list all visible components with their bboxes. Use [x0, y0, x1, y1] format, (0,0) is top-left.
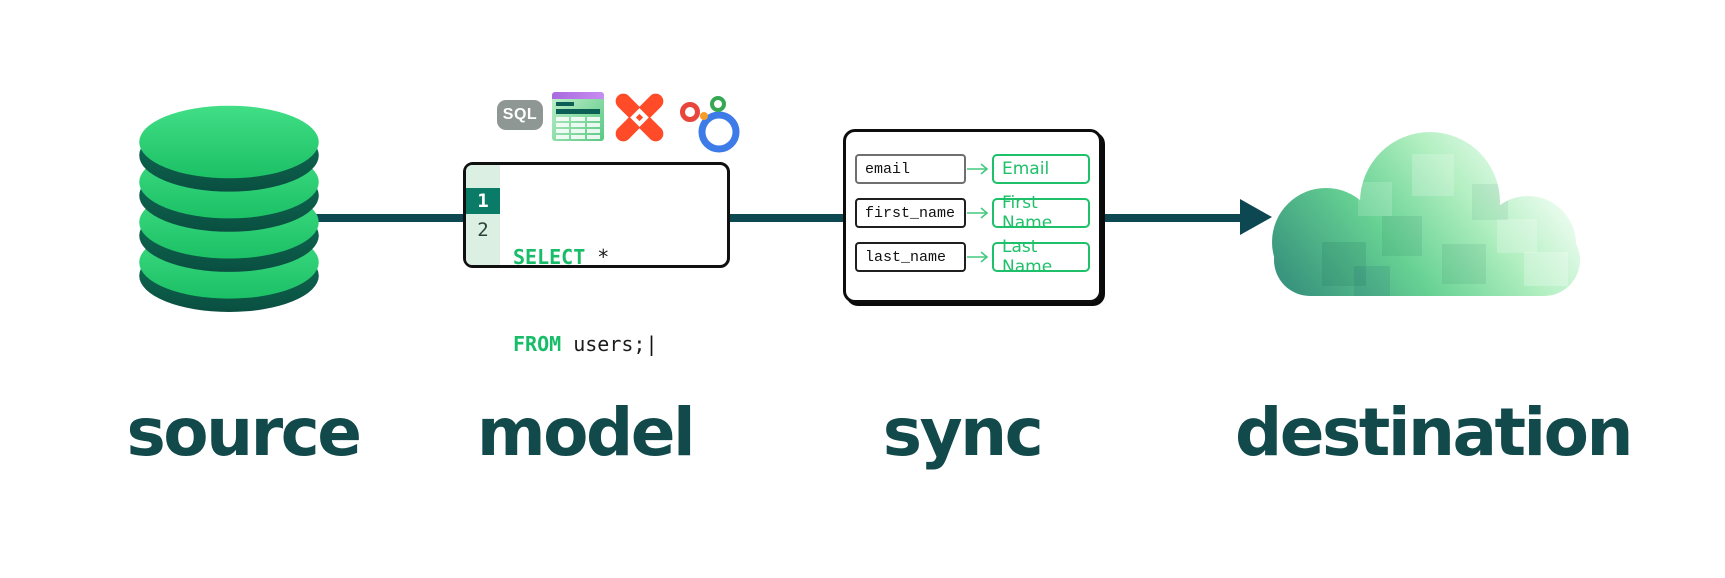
cloud-pixel-squares [1322, 154, 1568, 296]
sql-keyword: FROM [513, 332, 562, 356]
destination-field-box: Email [992, 154, 1090, 184]
arrowhead-icon [1240, 199, 1272, 235]
sync-mapping-panel: email Email first_name First Name last_n… [843, 129, 1102, 303]
cloud-icon [1272, 132, 1580, 296]
source-field-chip: last_name [855, 242, 966, 272]
destination-field-box: First Name [992, 193, 1090, 233]
destination-field-box: Last Name [992, 237, 1090, 277]
source-field-chip: first_name [855, 198, 966, 228]
mapping-row: last_name Last Name [855, 237, 1090, 277]
code-area[interactable]: SELECT * FROM users;| [513, 185, 658, 417]
connector-source-model [300, 214, 465, 222]
database-icon [139, 105, 319, 312]
stage-label-destination: destination [1235, 394, 1634, 471]
mapping-row: email Email [855, 154, 1090, 184]
mapping-arrow-icon [966, 163, 992, 175]
dbt-icon [615, 93, 664, 142]
code-text: * [585, 245, 610, 269]
sql-keyword: SELECT [513, 245, 586, 269]
line-number-2: 2 [477, 219, 489, 241]
mapping-arrow-icon [966, 207, 992, 219]
looker-icon [680, 96, 740, 153]
sheets-body [552, 99, 604, 141]
sql-editor[interactable]: 1 2 SELECT * FROM users;| [463, 162, 730, 356]
editor-gutter [466, 165, 500, 265]
mapping-arrow-icon [966, 251, 992, 263]
connector-model-sync [728, 214, 845, 222]
line-number-1: 1 [466, 188, 500, 214]
source-field-chip: email [855, 154, 966, 184]
code-text: users; [561, 332, 646, 356]
stage-label-sync: sync [882, 394, 1044, 471]
text-cursor: | [645, 332, 658, 356]
stage-label-source: source [126, 394, 362, 471]
code-line-2: FROM users;| [513, 330, 658, 359]
code-line-1: SELECT * [513, 243, 658, 272]
connector-sync-destination [1100, 214, 1242, 222]
database-disc [139, 105, 319, 312]
sql-badge-label: SQL [502, 106, 538, 123]
stage-label-model: model [476, 394, 696, 471]
sql-badge: SQL [497, 100, 543, 130]
sheets-icon [552, 92, 604, 141]
mapping-row: first_name First Name [855, 193, 1090, 233]
sheets-header-bar [552, 92, 604, 99]
